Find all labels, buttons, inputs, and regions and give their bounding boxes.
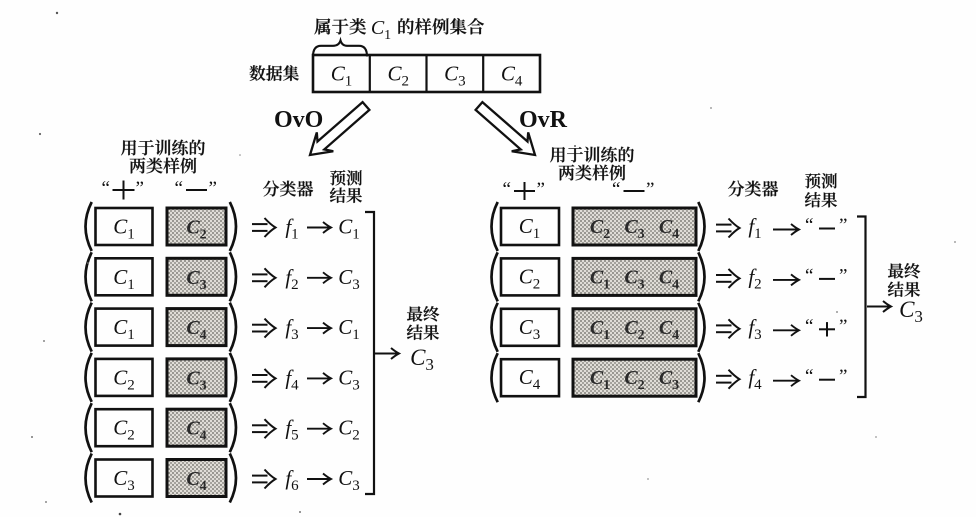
svg-text:C1: C1 <box>590 367 610 393</box>
svg-text:C3: C3 <box>410 345 434 374</box>
svg-text:“: “ <box>612 179 620 200</box>
svg-text:”: ” <box>839 215 847 236</box>
svg-text:OvO: OvO <box>274 107 323 133</box>
svg-text:C2: C2 <box>338 416 360 444</box>
svg-text:”: ” <box>209 178 217 199</box>
svg-text:C3: C3 <box>659 367 679 393</box>
svg-text:OvR: OvR <box>519 107 568 133</box>
svg-text:C1: C1 <box>590 266 610 292</box>
svg-text:C2: C2 <box>590 216 610 242</box>
svg-text:C1: C1 <box>519 214 541 242</box>
svg-text:C1: C1 <box>113 315 135 343</box>
svg-text:C3: C3 <box>899 297 923 326</box>
svg-text:”: ” <box>839 265 847 286</box>
svg-text:f1: f1 <box>285 215 298 243</box>
svg-text:f5: f5 <box>285 416 298 444</box>
svg-text:C3: C3 <box>444 62 466 90</box>
svg-text:C4: C4 <box>186 418 206 444</box>
svg-text:C3: C3 <box>338 365 360 393</box>
svg-text:C4: C4 <box>659 317 679 343</box>
svg-text:C2: C2 <box>113 416 135 444</box>
svg-text:C1: C1 <box>338 215 360 243</box>
svg-text:”: ” <box>136 178 144 199</box>
svg-text:C1: C1 <box>113 265 135 293</box>
svg-text:“: “ <box>805 215 813 236</box>
svg-text:f2: f2 <box>285 265 298 293</box>
svg-text:C1: C1 <box>331 62 353 90</box>
svg-text:f4: f4 <box>285 365 299 393</box>
svg-text:C3: C3 <box>624 216 644 242</box>
svg-text:C4: C4 <box>186 317 206 343</box>
svg-text:C3: C3 <box>519 315 541 343</box>
svg-text:“: “ <box>805 366 813 387</box>
svg-text:C2: C2 <box>624 367 644 393</box>
svg-text:”: ” <box>646 179 654 200</box>
svg-text:C4: C4 <box>501 62 523 90</box>
svg-text:C4: C4 <box>519 365 541 393</box>
svg-text:C2: C2 <box>624 317 644 343</box>
svg-text:C3: C3 <box>624 266 644 292</box>
svg-text:”: ” <box>537 179 545 200</box>
svg-text:f4: f4 <box>748 365 762 393</box>
svg-text:f1: f1 <box>748 214 761 242</box>
svg-text:C3: C3 <box>113 466 135 494</box>
svg-text:“: “ <box>805 265 813 286</box>
svg-text:f2: f2 <box>748 264 761 292</box>
svg-text:C1: C1 <box>338 315 360 343</box>
svg-text:C3: C3 <box>186 267 206 293</box>
svg-text:C4: C4 <box>186 468 206 494</box>
svg-text:C2: C2 <box>186 217 206 243</box>
svg-text:C3: C3 <box>186 367 206 393</box>
svg-text:C4: C4 <box>659 266 679 292</box>
svg-text:C1: C1 <box>371 17 391 43</box>
svg-text:f3: f3 <box>285 315 298 343</box>
svg-text:C1: C1 <box>113 215 135 243</box>
svg-text:C3: C3 <box>338 466 360 494</box>
svg-text:C2: C2 <box>519 264 541 292</box>
svg-text:C2: C2 <box>113 365 135 393</box>
svg-text:”: ” <box>839 366 847 387</box>
svg-text:C1: C1 <box>590 317 610 343</box>
svg-text:“: “ <box>503 179 511 200</box>
svg-text:C4: C4 <box>659 216 679 242</box>
svg-text:”: ” <box>839 316 847 337</box>
svg-text:“: “ <box>175 178 183 199</box>
svg-text:“: “ <box>805 316 813 337</box>
svg-text:C3: C3 <box>338 265 360 293</box>
svg-text:f3: f3 <box>748 315 761 343</box>
svg-text:C2: C2 <box>387 62 409 90</box>
svg-text:f6: f6 <box>285 466 299 494</box>
svg-text:“: “ <box>102 178 110 199</box>
